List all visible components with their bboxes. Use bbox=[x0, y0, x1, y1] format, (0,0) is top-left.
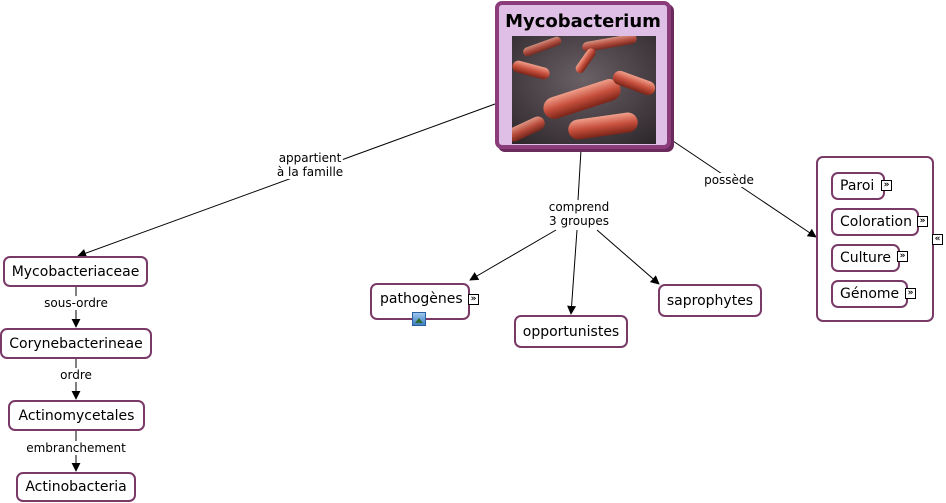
image-icon[interactable] bbox=[412, 312, 426, 326]
link-line-possede bbox=[672, 140, 817, 238]
expand-icon[interactable]: » bbox=[468, 294, 479, 305]
collapse-icon[interactable]: « bbox=[932, 234, 943, 245]
link-label-possede: possède bbox=[704, 173, 754, 187]
node-corynebacterineae[interactable]: Corynebacterineae bbox=[0, 328, 152, 359]
item-paroi-label: Paroi bbox=[840, 178, 875, 194]
expand-icon[interactable]: » bbox=[881, 180, 892, 191]
item-genome[interactable]: Génome bbox=[831, 280, 908, 308]
possession-container[interactable]: Paroi » Coloration » Culture » Génome » bbox=[816, 156, 934, 322]
bacteria-image bbox=[512, 36, 656, 144]
node-saprophytes-label: saprophytes bbox=[666, 292, 754, 309]
main-concept-node[interactable]: Mycobacterium bbox=[495, 1, 671, 149]
link-label-groupes-line2: 3 groupes bbox=[549, 214, 609, 228]
link-label-ordre: ordre bbox=[60, 368, 92, 382]
node-pathogenes-label: pathogènes bbox=[380, 291, 463, 307]
node-mycobacteriaceae[interactable]: Mycobacteriaceae bbox=[3, 256, 148, 287]
link-label-sous-ordre: sous-ordre bbox=[44, 296, 108, 310]
node-mycobacteriaceae-label: Mycobacteriaceae bbox=[11, 263, 140, 280]
link-label-famille-line1: appartient bbox=[278, 151, 342, 165]
item-paroi[interactable]: Paroi bbox=[831, 172, 885, 200]
link-label-groupes: comprend 3 groupes bbox=[548, 200, 610, 228]
expand-icon[interactable]: » bbox=[897, 251, 908, 262]
item-genome-label: Génome bbox=[840, 286, 900, 302]
node-saprophytes[interactable]: saprophytes bbox=[658, 284, 762, 317]
main-concept-title: Mycobacterium bbox=[505, 11, 661, 32]
node-actinomycetales-label: Actinomycetales bbox=[18, 407, 135, 424]
item-coloration[interactable]: Coloration bbox=[831, 208, 919, 236]
link-line-groupes-start bbox=[577, 149, 582, 201]
node-actinomycetales[interactable]: Actinomycetales bbox=[8, 400, 145, 431]
link-label-groupes-line1: comprend bbox=[548, 200, 610, 214]
expand-icon[interactable]: » bbox=[917, 216, 928, 227]
node-actinobacteria-label: Actinobacteria bbox=[25, 479, 127, 495]
link-line-opportunistes bbox=[567, 229, 578, 315]
link-label-embranchement: embranchement bbox=[26, 441, 126, 455]
item-coloration-label: Coloration bbox=[840, 214, 912, 230]
node-opportunistes-label: opportunistes bbox=[522, 323, 620, 340]
link-line-saprophytes bbox=[596, 229, 660, 285]
node-corynebacterineae-label: Corynebacterineae bbox=[9, 335, 143, 352]
link-label-famille-line2: à la famille bbox=[276, 165, 344, 179]
item-culture[interactable]: Culture bbox=[831, 244, 900, 272]
node-opportunistes[interactable]: opportunistes bbox=[514, 315, 628, 348]
expand-icon[interactable]: » bbox=[905, 288, 916, 299]
bacteria-illustration bbox=[512, 36, 656, 144]
link-line-famille bbox=[77, 103, 496, 258]
link-line-pathogenes bbox=[469, 229, 557, 281]
item-culture-label: Culture bbox=[840, 250, 891, 266]
link-label-famille: appartient à la famille bbox=[276, 151, 344, 179]
node-actinobacteria[interactable]: Actinobacteria bbox=[16, 472, 136, 502]
